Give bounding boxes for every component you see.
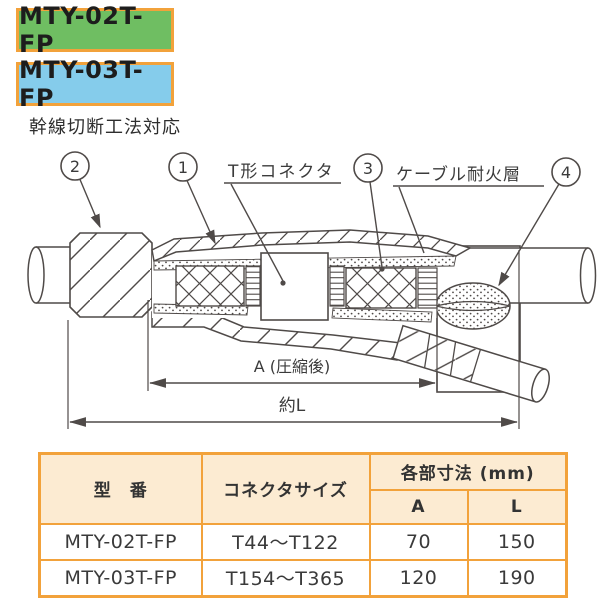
cell-dim-a: 70 bbox=[368, 522, 469, 561]
cell-dim-a: 120 bbox=[368, 558, 469, 597]
model-badge-label: MTY-03T-FP bbox=[19, 56, 144, 112]
table-row: MTY-03T-FP T154～T365 120 190 bbox=[38, 558, 568, 597]
header-dim-l: L bbox=[466, 488, 568, 525]
cell-dim-l: 150 bbox=[466, 522, 568, 561]
callout-1-number: 1 bbox=[178, 158, 188, 177]
crimp-band-left bbox=[245, 265, 261, 307]
header-dim-a: A bbox=[368, 488, 469, 525]
label-t-connector: T形コネクタ bbox=[224, 162, 341, 286]
shield-braid-left bbox=[175, 265, 245, 307]
header-dimensions-group: 各部寸法 (mm) bbox=[368, 452, 568, 491]
callout-3: 3 bbox=[353, 153, 385, 272]
cell-connector-size: T44～T122 bbox=[200, 522, 371, 561]
crimp-band-right bbox=[329, 265, 345, 307]
callout-3-number: 3 bbox=[363, 159, 373, 178]
callout-2: 2 bbox=[60, 151, 101, 229]
mastic-strip-bottom-right bbox=[331, 307, 433, 323]
model-badge-label: MTY-02T-FP bbox=[19, 2, 144, 58]
svg-text:T形コネクタ: T形コネクタ bbox=[227, 162, 335, 182]
callout-4-number: 4 bbox=[561, 163, 571, 182]
header-connector-size: コネクタサイズ bbox=[200, 452, 371, 525]
shield-braid-right bbox=[345, 267, 417, 309]
t-connector-body bbox=[260, 252, 329, 321]
crimp-band-far-right bbox=[417, 267, 438, 309]
header-model: 型 番 bbox=[38, 452, 203, 525]
left-sleeve bbox=[69, 232, 153, 318]
mastic-strip-bottom-left bbox=[153, 303, 249, 316]
table-row: MTY-02T-FP T44～T122 70 150 bbox=[38, 522, 568, 561]
callout-2-number: 2 bbox=[70, 157, 80, 176]
cell-dim-l: 190 bbox=[466, 558, 568, 597]
dimension-a-label: A (圧縮後) bbox=[254, 357, 331, 376]
svg-text:ケーブル耐火層: ケーブル耐火層 bbox=[396, 164, 521, 185]
callout-4: 4 bbox=[498, 157, 581, 287]
label-cable-fire-layer: ケーブル耐火層 bbox=[393, 164, 544, 254]
branch-cable-end-cap bbox=[531, 368, 550, 403]
spec-table: 型 番 コネクタサイズ 各部寸法 (mm) A L MTY-02T-FP T44… bbox=[38, 452, 569, 598]
dimension-a: A (圧縮後) bbox=[147, 300, 438, 391]
cell-model: MTY-03T-FP bbox=[38, 558, 203, 597]
model-badge-mty-02t-fp: MTY-02T-FP bbox=[16, 2, 174, 58]
left-cable-end-cap bbox=[27, 246, 45, 304]
technical-diagram: 2 1 3 4 T形コネクタ ケーブル耐火層 bbox=[27, 151, 597, 429]
fire-layer-lens bbox=[435, 282, 511, 330]
right-cable-end-cap bbox=[579, 247, 597, 304]
joint-figure bbox=[27, 229, 597, 403]
dimension-l-label: 約L bbox=[279, 396, 306, 416]
subtitle-method-support: 幹線切断工法対応 bbox=[29, 117, 181, 138]
model-badge-mty-03t-fp: MTY-03T-FP bbox=[16, 56, 174, 112]
cell-model: MTY-02T-FP bbox=[38, 522, 203, 561]
dimension-l: 約L bbox=[67, 250, 520, 429]
callout-1: 1 bbox=[168, 152, 216, 245]
cell-connector-size: T154～T365 bbox=[200, 558, 371, 597]
